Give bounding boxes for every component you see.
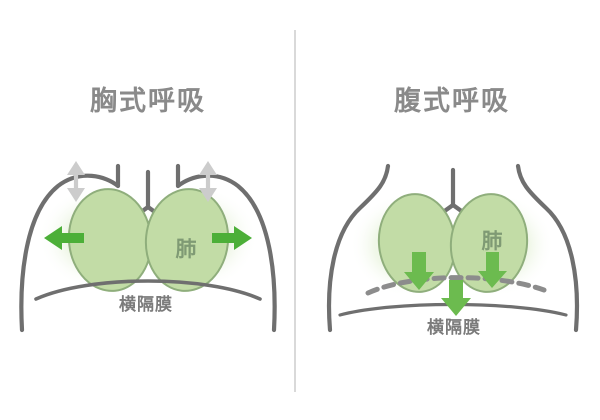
lung-label-abdominal: 肺 <box>482 230 503 253</box>
ribcage-arrow-right-icon <box>199 161 217 202</box>
lung-right-chest <box>144 188 230 292</box>
panel-chest-breathing: 胸式呼吸 肺 横隔膜 <box>19 86 277 333</box>
descent-arrow-left-icon <box>404 252 434 290</box>
expansion-arrow-left-icon <box>44 226 84 250</box>
descent-arrow-center-icon <box>441 280 471 316</box>
lung-label-chest: 肺 <box>176 238 197 261</box>
panel-title-abdominal: 腹式呼吸 <box>393 86 510 116</box>
panel-title-chest: 胸式呼吸 <box>90 86 206 116</box>
torso-outline-right-side <box>175 163 277 333</box>
diaphragm-label-abdominal: 横隔膜 <box>427 317 481 337</box>
ribcage-arrow-left-icon <box>67 161 85 202</box>
torso-outline-right-side-abd <box>515 163 580 333</box>
torso-outline-left-side-abd <box>326 163 391 333</box>
diaphragm-label-chest: 横隔膜 <box>119 294 173 314</box>
panel-abdominal-breathing: 腹式呼吸 肺 横隔膜 <box>326 86 580 337</box>
descent-arrow-right-icon <box>478 252 507 288</box>
torso-outline-left-side <box>19 163 121 333</box>
diaphragm-curve-chest <box>34 279 262 301</box>
expansion-arrow-right-icon <box>212 226 252 250</box>
lung-right-abdominal <box>449 193 529 293</box>
diaphragm-dashed-curve-abdominal <box>365 275 547 296</box>
